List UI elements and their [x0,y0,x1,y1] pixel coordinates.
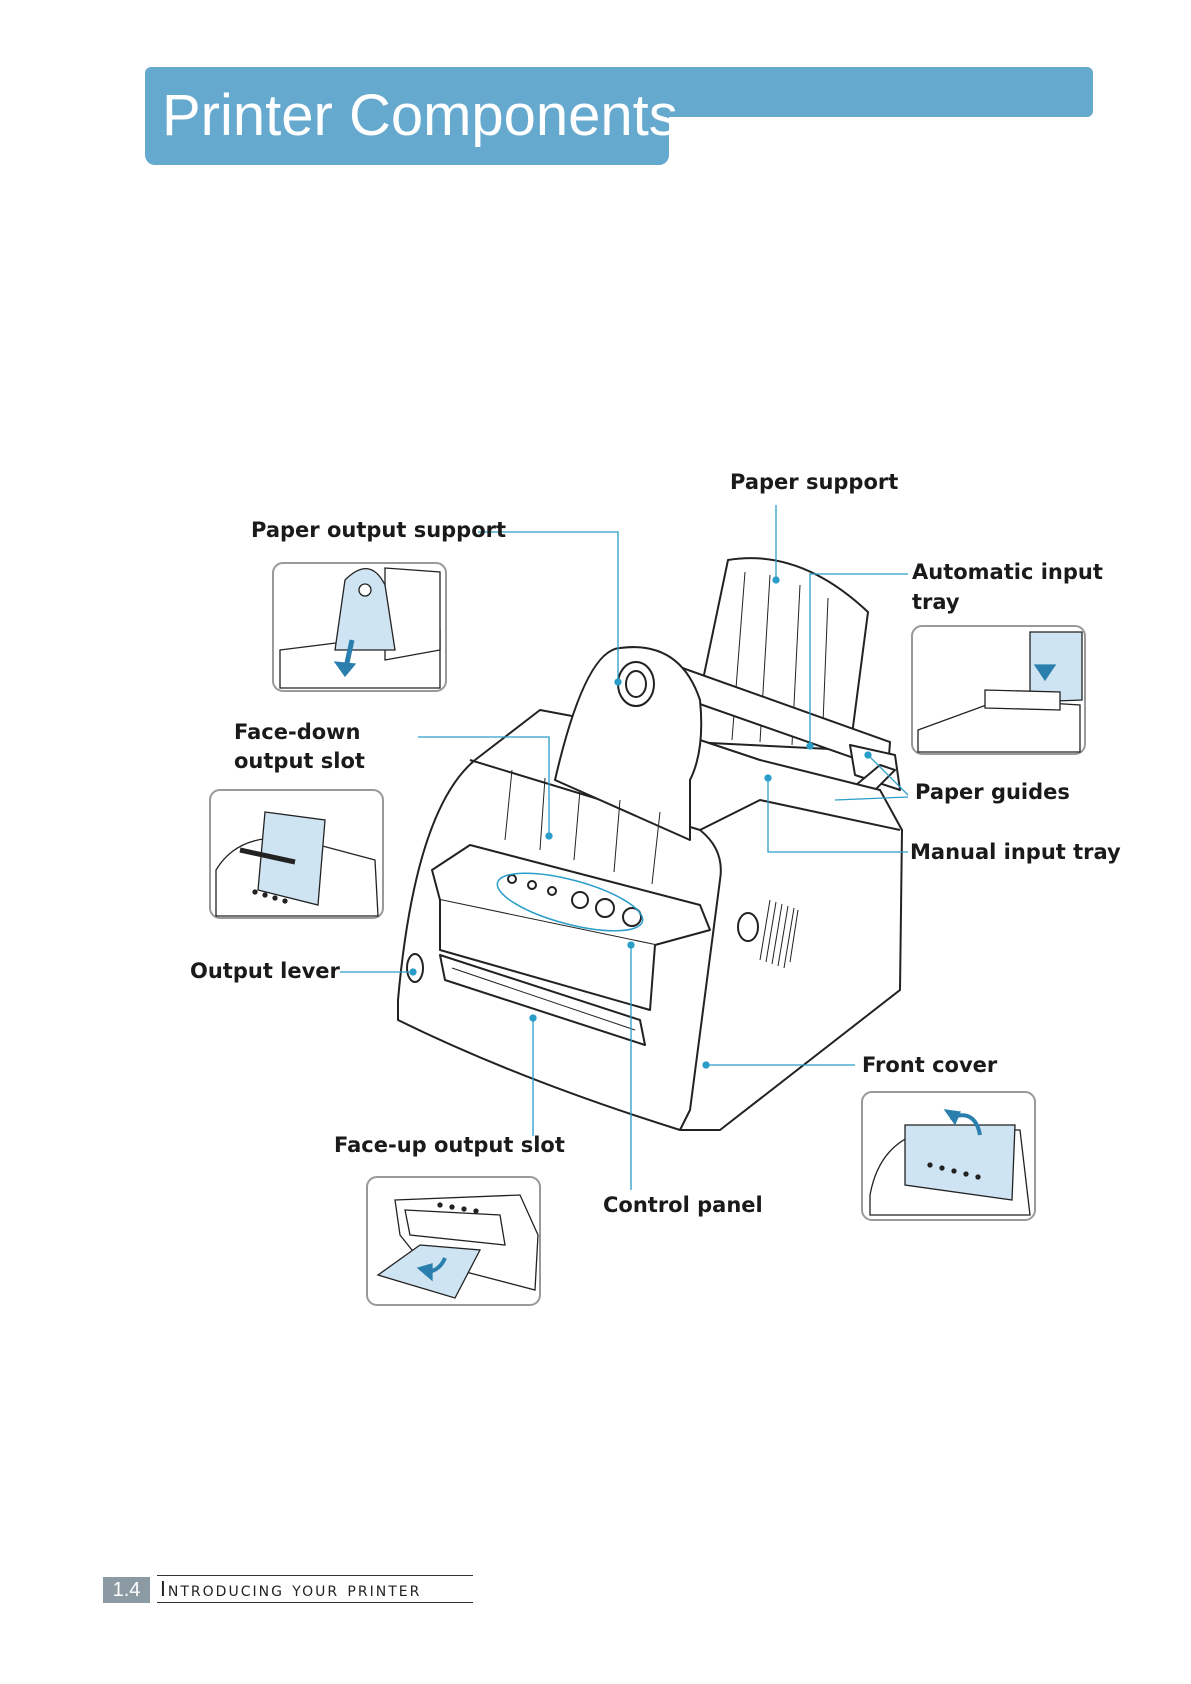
page-number: 1.4 [103,1577,150,1603]
label-face-down-line1: Face-down [234,717,361,747]
label-face-up-output-slot: Face-up output slot [334,1130,565,1160]
inset-automatic-input-tray [912,626,1085,754]
label-automatic-input-tray-line1: Automatic input [912,557,1103,587]
label-paper-support: Paper support [730,467,898,497]
footer-rule [157,1602,473,1603]
label-automatic-input-tray-line2: tray [912,587,960,617]
label-face-down-line2: output slot [234,746,365,776]
printer-illustration [398,558,902,1130]
label-control-panel: Control panel [603,1190,763,1220]
inset-front-cover [862,1092,1035,1220]
inset-face-down-output-slot [210,790,383,918]
inset-paper-output-support [273,563,446,691]
label-paper-output-support: Paper output support [251,515,506,545]
label-manual-input-tray: Manual input tray [910,837,1121,867]
footer-section-title: Introducing your printer [160,1576,421,1602]
label-front-cover: Front cover [862,1050,997,1080]
inset-face-up-output-slot [367,1177,540,1305]
label-output-lever: Output lever [190,956,340,986]
label-paper-guides: Paper guides [915,777,1070,807]
